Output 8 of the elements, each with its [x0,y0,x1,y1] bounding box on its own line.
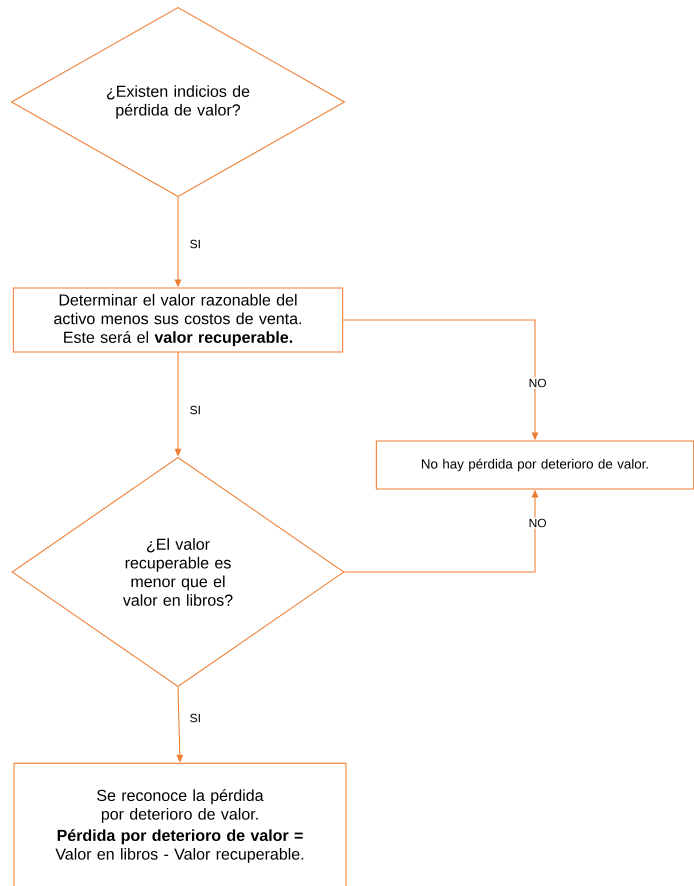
edge-label: NO [527,377,548,389]
process-box: Se reconoce la pérdida por deterioro de valor. Pérdida por deterioro de valor = Valor en libros - Valor recuperable. [13,762,347,886]
edge-label: SI [188,712,202,724]
edge-label: NO [527,517,548,529]
edge-label: SI [188,404,202,416]
process-box: No hay pérdida por deterioro de valor. [376,440,694,490]
process-box: Determinar el valor razonable del activo menos sus costos de venta. Este será el valor recuperable. [12,287,344,353]
edge-label: SI [188,238,202,250]
